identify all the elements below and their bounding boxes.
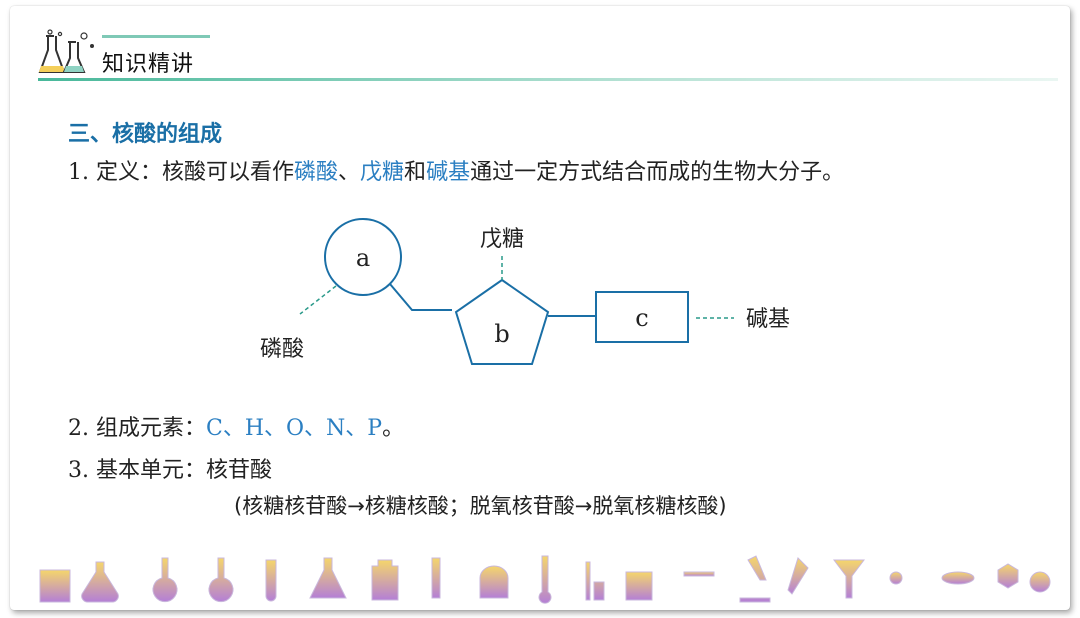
elements-end: 。 (382, 416, 404, 441)
elements-number: 2. (68, 416, 89, 441)
slide: 知识精讲 三、核酸的组成 1. 定义：核酸可以看作磷酸、戊糖和碱基通过一定方式结… (10, 6, 1070, 610)
nucleotide-diagram: a b c 磷酸 戊糖 碱基 (240, 206, 840, 376)
lab-equipment-row-icon (34, 548, 1054, 608)
elements-label: 组成元素： (89, 416, 206, 441)
definition-sep2: 和 (404, 160, 426, 185)
definition-prefix: 定义：核酸可以看作 (89, 160, 294, 185)
elements-value: C、H、O、N、P (206, 416, 382, 441)
node-b-label: b (494, 320, 509, 348)
nucleotide-note: (核糖核苷酸→核糖核酸；脱氧核苷酸→脱氧核糖核酸) (234, 490, 727, 520)
label-base: 碱基 (746, 307, 790, 332)
header-divider (38, 78, 1058, 81)
elements-line: 2. 组成元素：C、H、O、N、P。 (68, 410, 404, 442)
term-phosphate: 磷酸 (294, 160, 338, 185)
label-phosphate: 磷酸 (260, 337, 304, 362)
phosphate-leader (300, 286, 336, 314)
definition-suffix: 通过一定方式结合而成的生物大分子。 (470, 160, 844, 185)
section-title: 三、核酸的组成 (68, 116, 222, 148)
definition-line: 1. 定义：核酸可以看作磷酸、戊糖和碱基通过一定方式结合而成的生物大分子。 (68, 154, 844, 186)
slide-header: 知识精讲 (10, 6, 1070, 96)
lab-flasks-icon (38, 28, 100, 80)
unit-label: 基本单元：核苷酸 (89, 458, 272, 483)
term-pentose: 戊糖 (360, 160, 404, 185)
node-a-label: a (356, 244, 370, 272)
definition-sep1: 、 (338, 160, 360, 185)
label-pentose: 戊糖 (480, 227, 524, 252)
bond-a-b (390, 284, 452, 310)
definition-number: 1. (68, 160, 89, 185)
header-accent-line (102, 35, 210, 38)
term-base: 碱基 (426, 160, 470, 185)
unit-line: 3. 基本单元：核苷酸 (68, 452, 272, 484)
header-title: 知识精讲 (102, 46, 194, 78)
unit-number: 3. (68, 458, 89, 483)
node-c-label: c (635, 304, 648, 332)
